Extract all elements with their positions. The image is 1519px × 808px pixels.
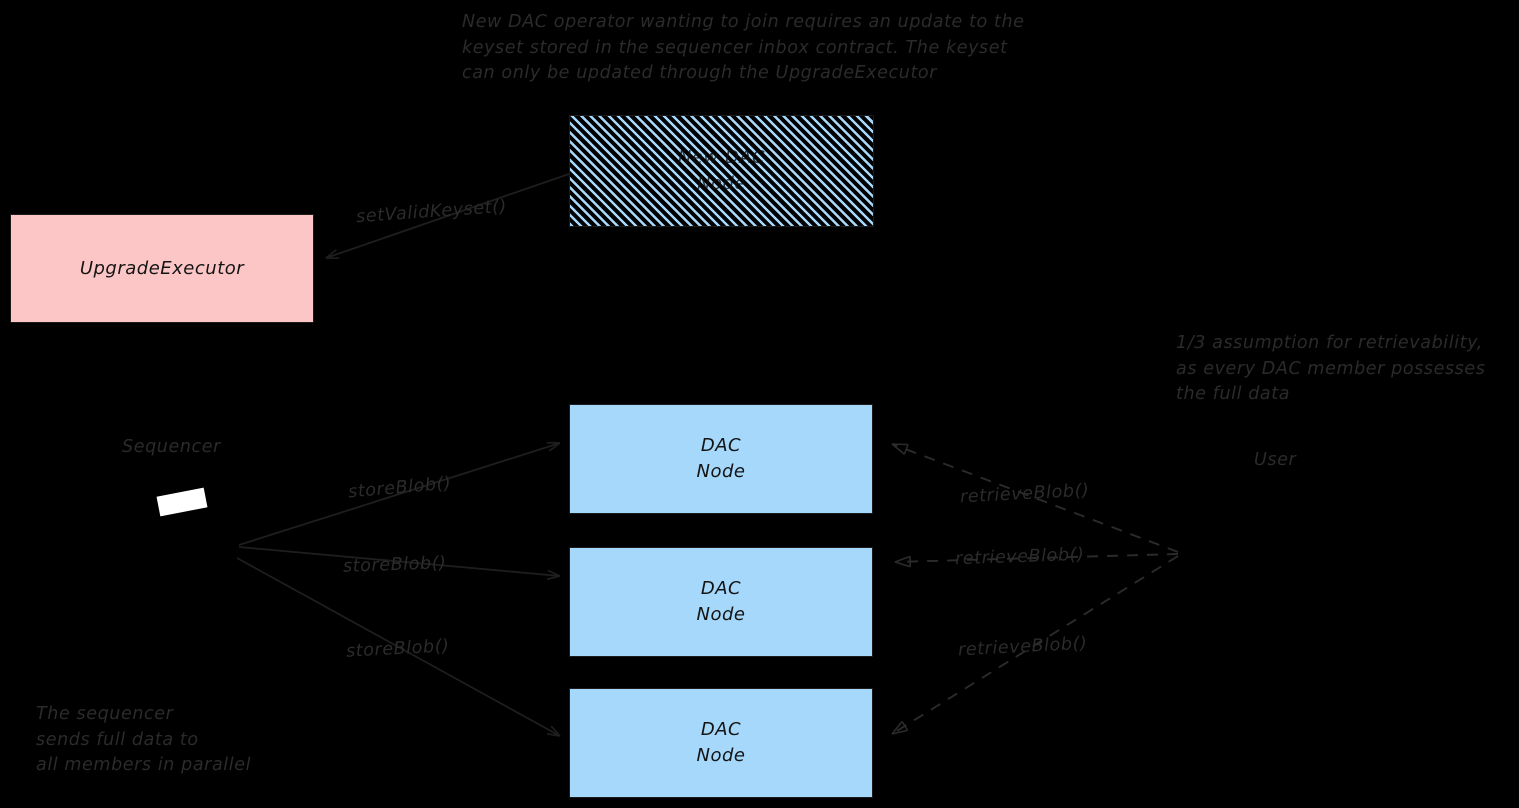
node-upgrade-executor-label: UpgradeExecutor [79, 257, 245, 279]
actor-sequencer-label: Sequencer [122, 437, 221, 457]
edge-label-set-valid-keyset: setValidKeyset() [355, 196, 508, 228]
node-dac-node-2[interactable]: DAC Node [569, 547, 873, 657]
node-dac-node-1[interactable]: DAC Node [569, 404, 873, 514]
node-dac-node-3[interactable]: DAC Node [569, 688, 873, 798]
node-upgrade-executor[interactable]: UpgradeExecutor [10, 214, 314, 323]
edge-label-store-blob-3: storeBlob() [345, 636, 451, 662]
node-dac-node-2-label: DAC Node [696, 578, 746, 625]
edge-label-store-blob-2: storeBlob() [342, 553, 447, 577]
node-new-dac-node-label: New DAC Node [677, 147, 766, 194]
note-retrievability: 1/3 assumption for retrievability, as ev… [1176, 333, 1486, 404]
edge-label-retrieve-blob-1: retrieveBlob() [959, 480, 1090, 508]
node-new-dac-node[interactable]: New DAC Node [569, 115, 874, 227]
note-parallel-send: The sequencer sends full data to all mem… [36, 704, 252, 775]
edge-label-retrieve-blob-3: retrieveBlob() [957, 633, 1088, 661]
actor-user-label: User [1254, 450, 1297, 470]
node-dac-node-3-label: DAC Node [696, 719, 746, 766]
edge-label-store-blob-1: storeBlob() [347, 473, 453, 503]
edge-label-retrieve-blob-2: retrieveBlob() [954, 544, 1085, 570]
node-dac-node-1-label: DAC Node [696, 435, 746, 482]
note-keyset-update: New DAC operator wanting to join require… [462, 12, 1025, 83]
sequencer-icon [156, 487, 208, 517]
